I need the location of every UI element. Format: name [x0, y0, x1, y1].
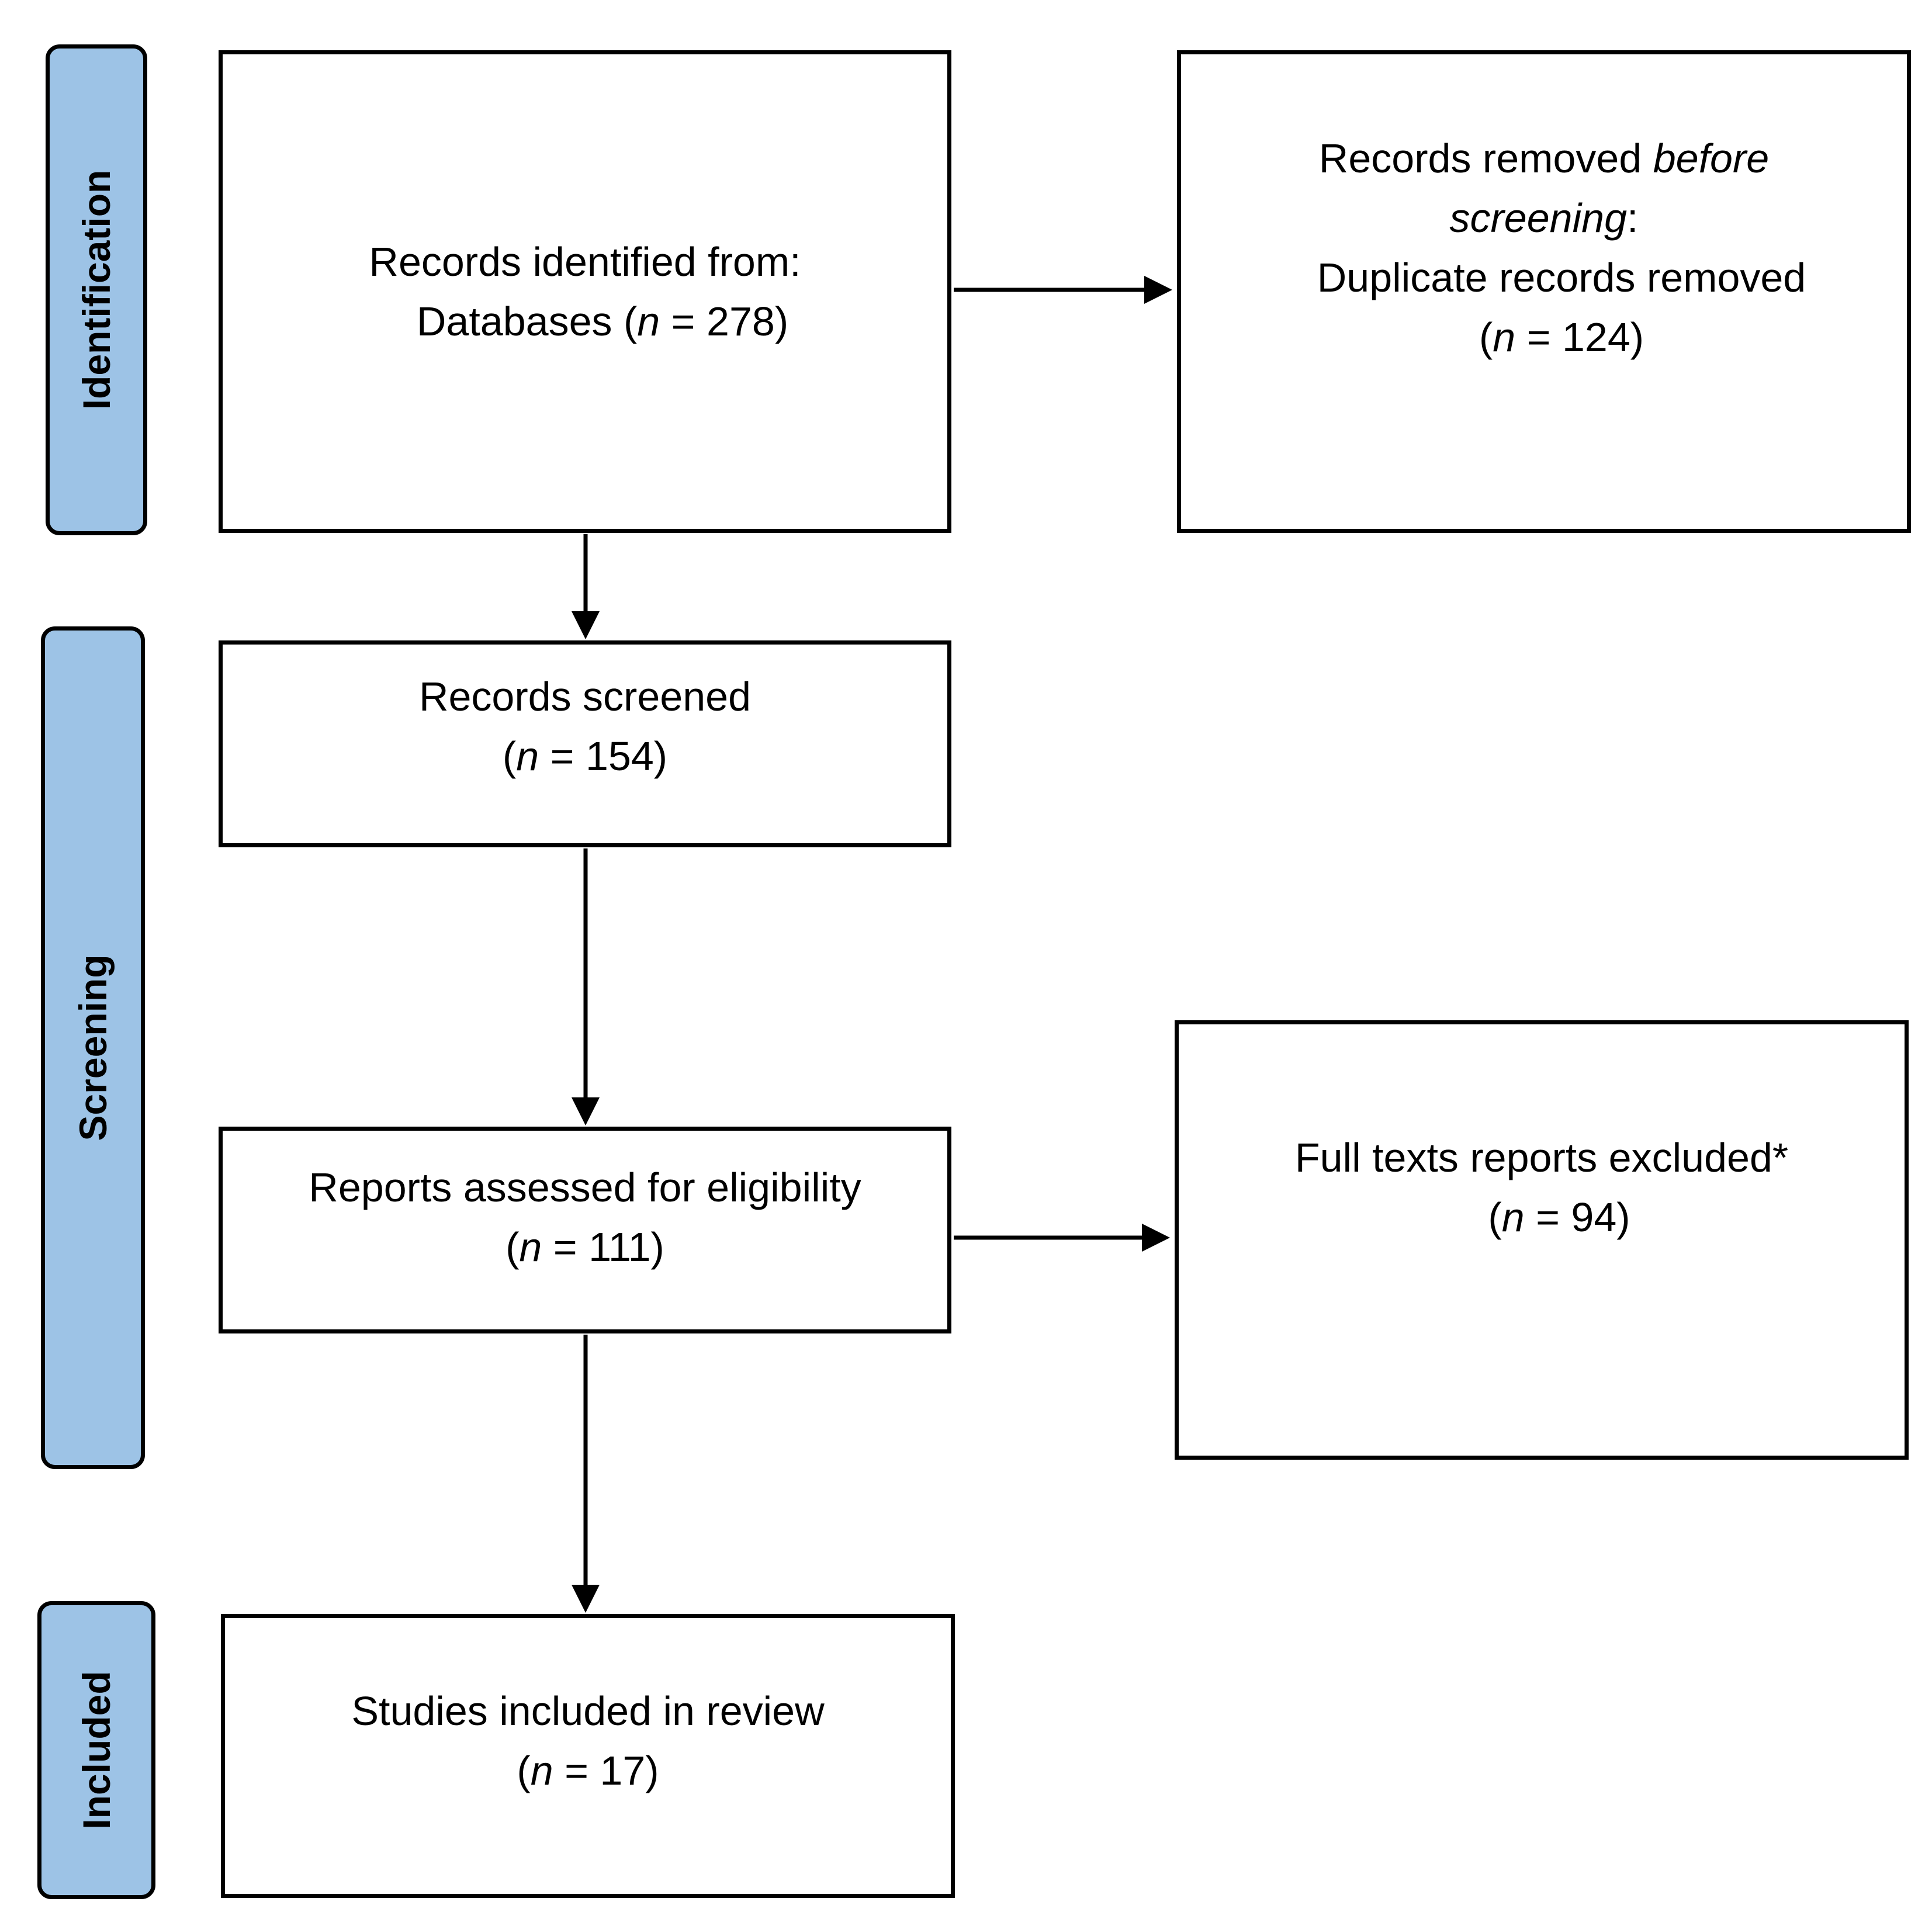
assessed-count: 111: [588, 1224, 651, 1270]
reports-excluded-text: Full texts reports excluded* (n = 94): [1294, 1135, 1789, 1240]
reports-assessed-text: Reports assessed for eligibility (n = 11…: [309, 1165, 861, 1270]
arrow-identified-to-removed-head: [1144, 276, 1172, 304]
phase-included: Included: [37, 1601, 155, 1899]
records-screened-label: Records screened: [418, 674, 752, 719]
screened-count: 154: [585, 733, 654, 779]
databases-count: 278: [707, 299, 775, 344]
studies-included-text: Studies included in review (n = 17): [351, 1688, 825, 1793]
arrow-screened-to-assessed-head: [572, 1097, 600, 1125]
before-word: before: [1653, 136, 1770, 181]
excluded-count: 94: [1571, 1194, 1617, 1240]
n-symbol: n: [516, 733, 539, 779]
n-symbol: n: [637, 299, 660, 344]
arrow-identified-to-screened-head: [572, 611, 600, 639]
arrow-assessed-to-excluded-head: [1142, 1224, 1170, 1252]
phase-screening: Screening: [41, 626, 145, 1469]
records-screened-text: Records screened (n = 154): [418, 674, 752, 779]
databases-label: Databases: [416, 299, 612, 344]
phase-screening-label: Screening: [71, 954, 115, 1141]
records-removed-text: Records removed before screening: Duplic…: [1317, 136, 1806, 360]
studies-included-box: Studies included in review (n = 17): [221, 1614, 955, 1898]
phase-included-label: Included: [75, 1671, 118, 1830]
records-screened-box: Records screened (n = 154): [219, 640, 951, 847]
records-removed-heading: Records removed: [1318, 136, 1653, 181]
duplicate-records-label: Duplicate records removed: [1317, 255, 1806, 300]
duplicates-count: 124: [1561, 314, 1630, 360]
colon: :: [1627, 195, 1639, 241]
screening-word: screening: [1449, 195, 1628, 241]
arrow-assessed-to-included-head: [572, 1585, 600, 1613]
studies-included-label: Studies included in review: [351, 1688, 825, 1734]
phase-identification-label: Identification: [75, 169, 118, 410]
reports-assessed-box: Reports assessed for eligibility (n = 11…: [219, 1127, 951, 1333]
reports-excluded-label: Full texts reports excluded*: [1294, 1135, 1789, 1180]
records-identified-heading: Records identified from:: [369, 239, 801, 285]
n-symbol: n: [1493, 314, 1516, 360]
records-identified-box: Records identified from: Databases (n = …: [219, 50, 951, 533]
n-symbol: n: [530, 1748, 553, 1793]
n-symbol: n: [519, 1224, 542, 1270]
phase-identification: Identification: [46, 44, 147, 535]
n-symbol: n: [1501, 1194, 1525, 1240]
records-removed-box: Records removed before screening: Duplic…: [1177, 50, 1911, 533]
reports-excluded-box: Full texts reports excluded* (n = 94): [1175, 1020, 1909, 1460]
records-identified-text: Records identified from: Databases (n = …: [369, 239, 801, 344]
included-count: 17: [600, 1748, 646, 1793]
reports-assessed-label: Reports assessed for eligibility: [309, 1165, 861, 1210]
